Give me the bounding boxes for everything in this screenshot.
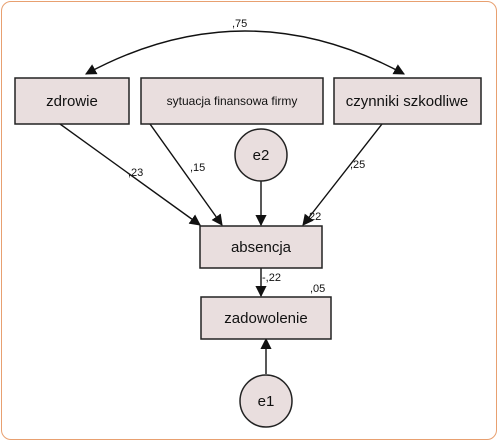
- node-e1: e1: [239, 374, 293, 428]
- node-sytuacja-label: sytuacja finansowa firmy: [167, 94, 298, 108]
- coef-czynniki-absencja: ,25: [350, 159, 365, 171]
- covariance-arc-zdrowie-czynniki: [85, 30, 405, 75]
- node-zadowolenie: zadowolenie: [200, 296, 332, 340]
- node-e2-label: e2: [253, 147, 270, 164]
- node-e1-label: e1: [258, 393, 275, 410]
- coef-zdrowie-absencja: ,23: [128, 167, 143, 179]
- node-czynniki: czynniki szkodliwe: [333, 77, 482, 125]
- coef-absencja-zadowolenie: -,22: [262, 272, 281, 284]
- node-absencja: absencja: [199, 225, 323, 269]
- node-absencja-label: absencja: [231, 239, 292, 256]
- edge-czynniki-absencja: [302, 123, 383, 226]
- node-zdrowie: zdrowie: [14, 77, 130, 125]
- edge-sytuacja-absencja: [149, 123, 223, 226]
- node-e2: e2: [234, 128, 288, 182]
- node-sytuacja: sytuacja finansowa firmy: [140, 77, 324, 125]
- node-czynniki-label: czynniki szkodliwe: [346, 93, 469, 110]
- node-zadowolenie-label: zadowolenie: [224, 310, 307, 327]
- coef-absencja-r2: ,22: [306, 211, 321, 223]
- edge-zdrowie-absencja: [59, 123, 201, 226]
- coef-sytuacja-absencja: ,15: [190, 162, 205, 174]
- node-zdrowie-label: zdrowie: [46, 93, 98, 110]
- coef-zadowolenie-r2: ,05: [310, 283, 325, 295]
- coef-cov-zdrowie-czynniki: ,75: [232, 18, 247, 30]
